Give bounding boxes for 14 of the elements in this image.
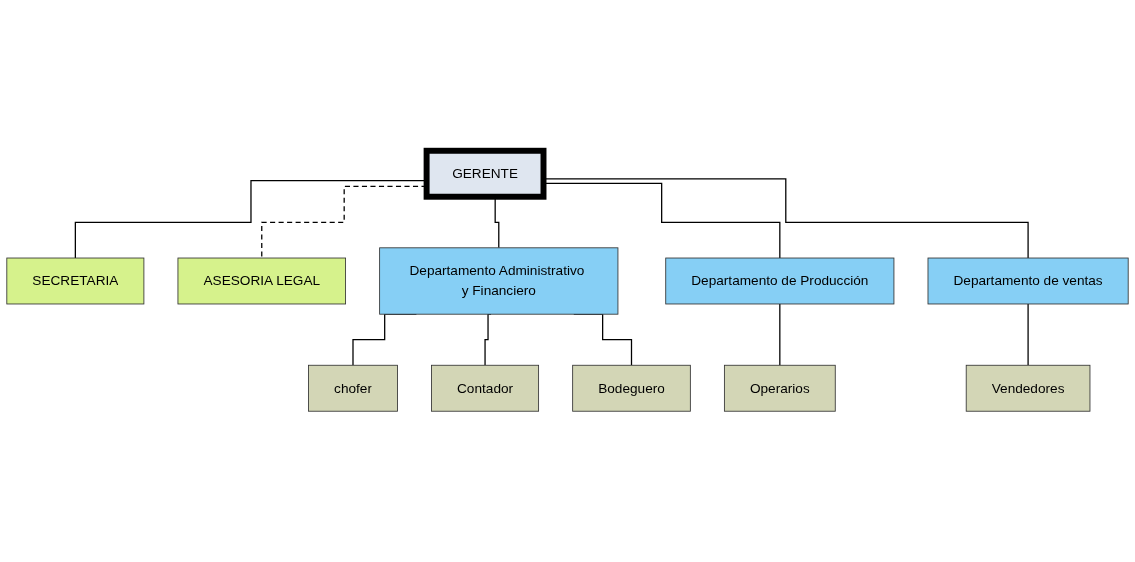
connector — [484, 313, 492, 366]
connector — [1027, 303, 1029, 366]
node-box: ASESORIA LEGAL — [177, 257, 346, 305]
node-box: chofer — [308, 364, 398, 412]
node-box: Departamento de Producción — [665, 257, 895, 305]
node-box: Contador — [431, 364, 540, 412]
node-box: Departamento Administrativo y Financiero — [379, 247, 619, 315]
node-box: Vendedores — [965, 364, 1091, 412]
node-box: Departamento de ventas — [927, 257, 1129, 305]
connector — [779, 303, 781, 366]
node-box: GERENTE — [423, 147, 547, 200]
node-box: SECRETARIA — [6, 257, 145, 305]
node-box: Operarios — [723, 364, 836, 412]
node-box: Bodeguero — [572, 364, 691, 412]
